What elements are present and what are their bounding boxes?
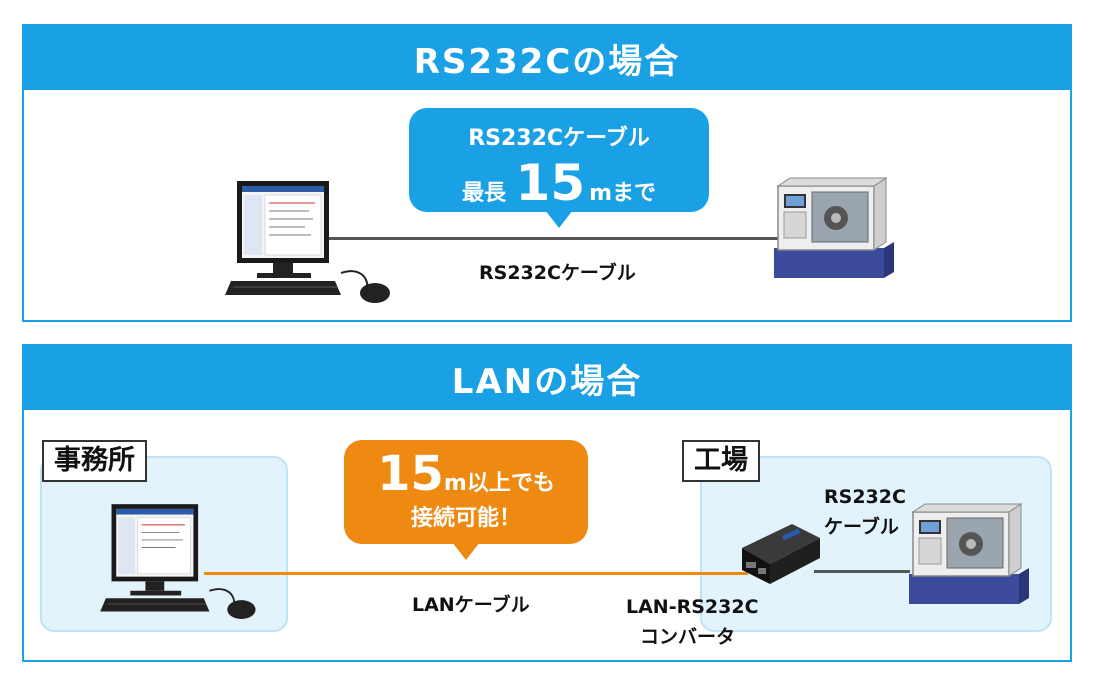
- rs232c-cable-label: RS232Cケーブル: [479, 262, 636, 284]
- bubble-line-1: RS232Cケーブル: [468, 126, 650, 151]
- lan-cable-line: [204, 572, 748, 575]
- bubble-prefix: 最長: [461, 181, 506, 206]
- lan-bubble-tail: [452, 542, 480, 560]
- rs232c-cable-label-2: ケーブル: [824, 516, 899, 538]
- rs232c-cable-line: [329, 237, 784, 240]
- converter-label-1: LAN-RS232C: [626, 596, 759, 618]
- office-label: 事務所: [42, 440, 147, 482]
- desktop-pc-icon: [225, 181, 390, 303]
- lan-cable-label: LANケーブル: [412, 594, 530, 616]
- factory-label: 工場: [682, 440, 760, 482]
- lan-bubble-line-2: 接続可能！: [410, 506, 521, 531]
- converter-label-2: コンバータ: [640, 626, 736, 648]
- rs232c-cable-label-1: RS232C: [824, 486, 906, 508]
- bubble-suffix: mまで: [589, 181, 657, 206]
- lan-length-bubble: 15m以上でも 接続可能！: [344, 440, 588, 560]
- converter-device-icon: [742, 524, 820, 584]
- cnc-machine-icon: [774, 177, 894, 278]
- lan-panel: LANの場合 事務所 工場 15m以上でも 接続可能！ LANケーブル LAN-…: [22, 344, 1072, 662]
- desktop-pc-icon: [100, 504, 256, 619]
- rs232c-short-cable-line: [814, 570, 910, 573]
- bubble-tail: [545, 210, 573, 228]
- bubble-number: 15: [515, 154, 586, 212]
- lan-bubble-rest: m以上でも: [443, 471, 555, 496]
- cnc-machine-icon: [909, 503, 1029, 604]
- rs232c-panel-title: RS232Cの場合: [24, 26, 1070, 90]
- lan-panel-title: LANの場合: [24, 346, 1070, 410]
- lan-bubble-line-1: 15m以上でも: [344, 446, 588, 502]
- lan-bubble-number: 15: [377, 446, 444, 502]
